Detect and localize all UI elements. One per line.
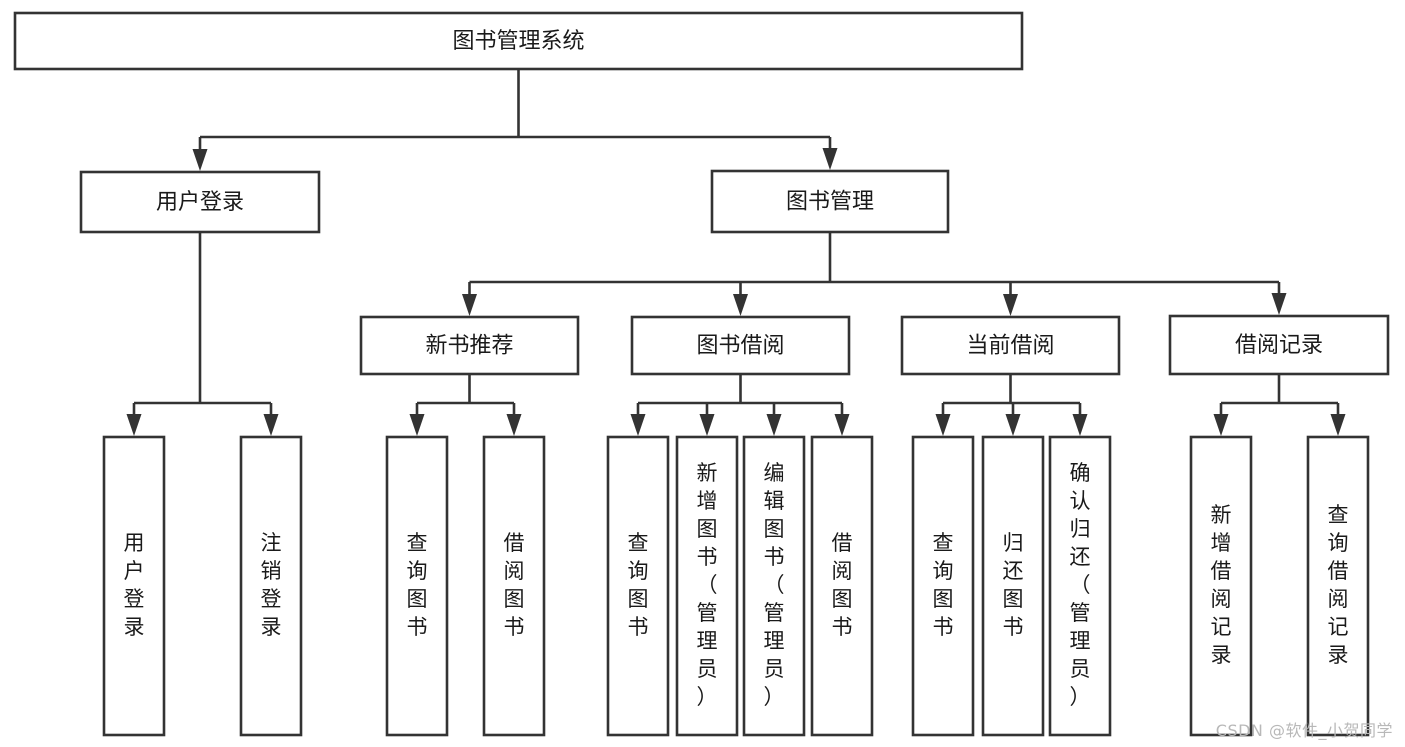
- arrow-head-icon: [1330, 414, 1346, 436]
- node-label: 用户登录: [124, 531, 145, 639]
- node-box: [630, 315, 851, 376]
- arrow-head-icon: [409, 414, 425, 436]
- node-current-borrow[interactable]: 当前借阅: [900, 315, 1121, 376]
- node-label: 借阅记录: [1235, 333, 1323, 358]
- node-user-login[interactable]: 用户登录: [79, 170, 321, 234]
- arrow-head-icon: [1005, 414, 1021, 436]
- node-label: 确认归还（管理员）: [1070, 461, 1091, 709]
- node-leaf-borrow-book-1[interactable]: 借阅图书: [482, 435, 546, 737]
- node-leaf-return-book[interactable]: 归还图书: [981, 435, 1045, 737]
- node-box: [742, 435, 806, 737]
- arrow-head-icon: [192, 149, 208, 171]
- nodes-layer: 图书管理系统用户登录图书管理新书推荐图书借阅当前借阅借阅记录用户登录注销登录查询…: [13, 11, 1390, 737]
- node-label: 新增借阅记录: [1211, 503, 1232, 667]
- node-box: [79, 170, 321, 234]
- node-box: [710, 169, 950, 234]
- node-book-borrow[interactable]: 图书借阅: [630, 315, 851, 376]
- node-label: 新增图书（管理员）: [697, 461, 718, 709]
- node-box: [359, 315, 580, 376]
- node-label: 图书借阅: [696, 334, 784, 359]
- node-box: [1306, 435, 1370, 737]
- node-leaf-logout[interactable]: 注销登录: [239, 435, 303, 737]
- node-box: [385, 435, 449, 737]
- node-box: [13, 11, 1024, 71]
- node-label: 归还图书: [1003, 531, 1024, 639]
- edge-group-current-borrow: [935, 374, 1088, 436]
- node-leaf-query-book-3[interactable]: 查询图书: [911, 435, 975, 737]
- node-leaf-add-record[interactable]: 新增借阅记录: [1189, 435, 1253, 737]
- node-label: 查询图书: [933, 531, 954, 639]
- arrow-head-icon: [699, 414, 715, 436]
- node-borrow-record[interactable]: 借阅记录: [1168, 314, 1390, 376]
- node-box: [1048, 435, 1112, 737]
- edge-group-book-borrow: [630, 374, 850, 436]
- node-box: [606, 435, 670, 737]
- arrow-head-icon: [506, 414, 522, 436]
- node-box: [911, 435, 975, 737]
- edge-group-book-manage: [462, 232, 1287, 316]
- node-box: [482, 435, 546, 737]
- edge-group-root: [192, 69, 838, 171]
- edge-group-user-login: [126, 232, 279, 436]
- node-box: [675, 435, 739, 737]
- node-leaf-user-login[interactable]: 用户登录: [102, 435, 166, 737]
- node-leaf-query-record[interactable]: 查询借阅记录: [1306, 435, 1370, 737]
- node-leaf-edit-book[interactable]: 编辑图书（管理员）: [742, 435, 806, 737]
- node-box: [900, 315, 1121, 376]
- node-book-manage[interactable]: 图书管理: [710, 169, 950, 234]
- arrow-head-icon: [126, 414, 142, 436]
- node-box: [102, 435, 166, 737]
- node-box: [1168, 314, 1390, 376]
- arrow-head-icon: [822, 148, 838, 170]
- node-box: [810, 435, 874, 737]
- node-new-book-recommend[interactable]: 新书推荐: [359, 315, 580, 376]
- arrow-head-icon: [733, 294, 748, 316]
- node-label: 新书推荐: [425, 334, 513, 359]
- arrow-head-icon: [1003, 294, 1018, 316]
- node-leaf-query-book-2[interactable]: 查询图书: [606, 435, 670, 737]
- node-label: 查询图书: [407, 531, 428, 639]
- node-box: [1189, 435, 1253, 737]
- edges-layer: [126, 69, 1346, 436]
- node-box: [981, 435, 1045, 737]
- edge-group-borrow-record: [1213, 374, 1346, 436]
- node-label: 查询借阅记录: [1328, 503, 1349, 667]
- node-label: 用户登录: [156, 190, 244, 215]
- arrow-head-icon: [1213, 414, 1229, 436]
- node-leaf-query-book-1[interactable]: 查询图书: [385, 435, 449, 737]
- node-leaf-confirm-return[interactable]: 确认归还（管理员）: [1048, 435, 1112, 737]
- node-leaf-add-book[interactable]: 新增图书（管理员）: [675, 435, 739, 737]
- node-label: 当前借阅: [966, 334, 1054, 359]
- node-label: 图书管理系统: [452, 29, 584, 54]
- edge-group-new-book-recommend: [409, 374, 522, 436]
- node-box: [239, 435, 303, 737]
- node-label: 图书管理: [786, 190, 874, 215]
- node-label: 查询图书: [628, 531, 649, 639]
- node-label: 编辑图书（管理员）: [764, 461, 785, 709]
- node-leaf-borrow-book-2[interactable]: 借阅图书: [810, 435, 874, 737]
- arrow-head-icon: [263, 414, 279, 436]
- arrow-head-icon: [834, 414, 850, 436]
- arrow-head-icon: [462, 294, 477, 316]
- arrow-head-icon: [1271, 293, 1287, 315]
- arrow-head-icon: [1072, 414, 1088, 436]
- arrow-head-icon: [766, 414, 782, 436]
- node-label: 借阅图书: [504, 531, 525, 639]
- arrow-head-icon: [935, 414, 951, 436]
- node-label: 借阅图书: [832, 531, 853, 639]
- node-label: 注销登录: [261, 531, 282, 639]
- arrow-head-icon: [630, 414, 646, 436]
- node-root[interactable]: 图书管理系统: [13, 11, 1024, 71]
